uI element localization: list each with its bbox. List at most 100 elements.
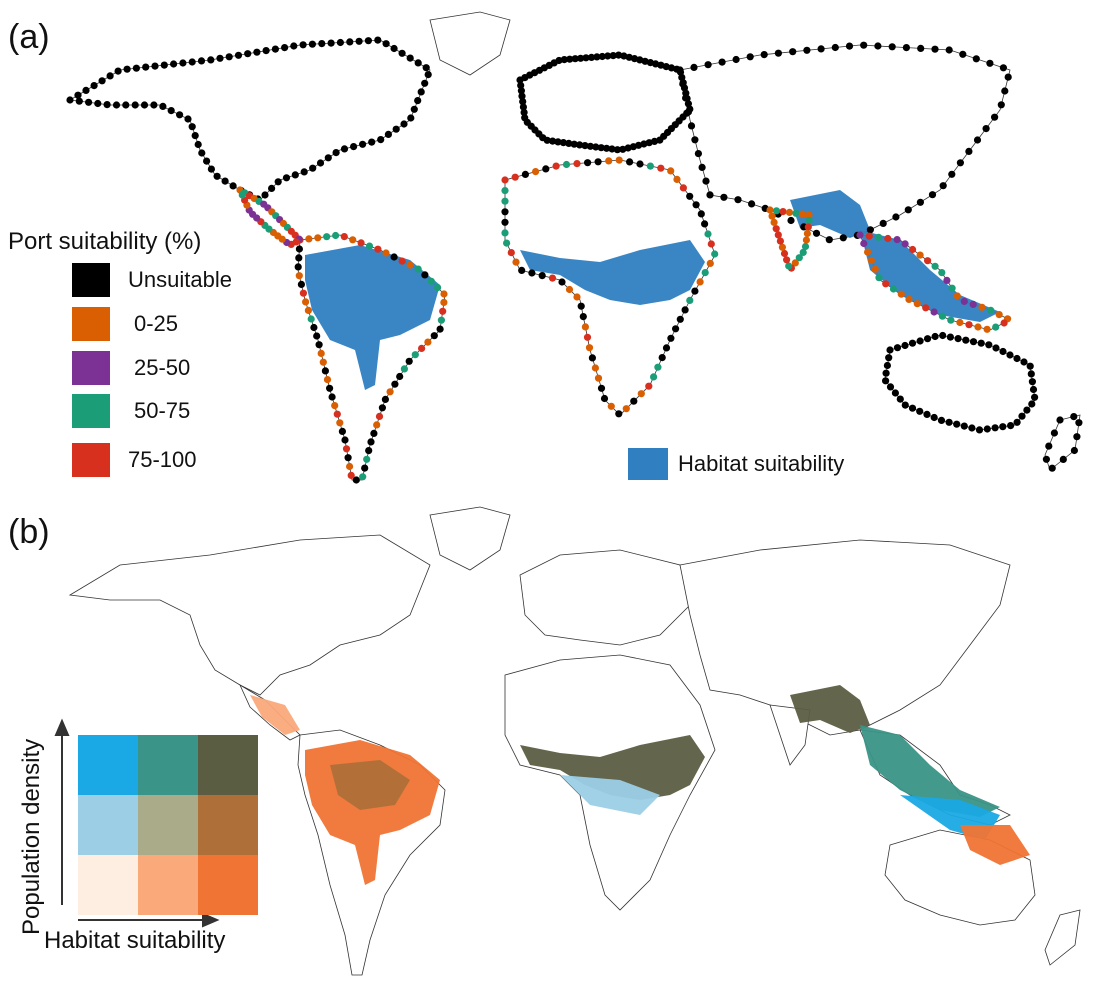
port-marker [608,145,616,153]
port-marker [159,102,167,110]
port-marker [871,265,879,273]
port-marker [370,429,378,437]
port-marker [594,374,603,382]
port-marker [392,125,400,133]
port-marker [340,145,349,153]
port-marker [414,265,422,273]
port-marker [274,178,282,186]
port-marker [901,341,909,350]
port-marker [501,187,509,195]
port-marker [883,361,892,370]
port-marker [901,240,909,248]
port-marker [440,290,448,298]
port-marker [770,218,778,226]
port-marker [893,236,901,244]
port-marker [66,96,74,104]
port-marker [986,59,994,67]
port-marker [613,146,622,154]
port-marker [658,354,666,362]
port-marker [327,39,335,47]
port-marker [571,55,579,63]
port-marker [400,365,408,373]
port-marker [593,53,601,61]
port-marker [746,53,754,61]
port-marker [398,49,406,57]
port-marker [698,163,706,171]
port-marker [904,206,912,214]
port-marker [690,63,698,71]
port-marker [943,276,951,284]
port-marker [552,162,560,170]
port-marker [978,303,986,311]
port-marker [1050,429,1058,437]
port-marker [662,344,671,352]
bivar-cell-mid-pop-low-hab [78,795,138,855]
port-marker [359,473,367,481]
port-marker [150,101,158,109]
port-marker [517,87,526,95]
port-marker [931,45,939,53]
port-marker [304,306,312,314]
port-marker [581,323,590,331]
port-marker [930,308,938,316]
port-marker [430,332,438,340]
port-marker [734,196,742,204]
port-marker [886,346,894,354]
port-marker [307,315,315,323]
port-marker [1045,442,1053,450]
bivariate-region [330,760,410,810]
port-marker [607,402,615,410]
port-marker [780,249,789,258]
port-marker [999,423,1007,431]
port-marker [600,394,609,403]
port-marker [1075,419,1083,427]
port-marker [538,272,546,280]
port-marker [1070,446,1078,455]
port-marker [94,99,102,108]
port-marker [1056,416,1064,424]
port-marker [309,164,317,172]
port-marker [132,64,140,72]
port-marker [825,236,833,244]
port-marker [687,122,696,130]
port-marker [885,354,893,362]
port-marker [314,234,322,242]
habitat-region [305,245,440,390]
port-marker [310,323,318,332]
port-marker [341,436,349,444]
port-marker [418,344,426,352]
port-marker [75,97,83,105]
port-marker [587,53,596,62]
port-marker [720,193,728,201]
port-marker [865,232,873,240]
port-marker [207,56,215,64]
port-marker [696,278,704,286]
port-marker [355,37,363,45]
port-marker [367,438,375,446]
port-marker [577,54,585,62]
port-marker [924,335,932,343]
port-marker [909,245,917,254]
port-marker [801,242,810,251]
x-arrow-head [202,912,220,928]
port-marker [517,81,525,89]
port-marker [436,325,444,333]
bivar-cell-high-pop-low-hab [78,735,138,795]
port-marker [519,103,528,111]
port-marker [363,455,371,463]
port-marker [706,259,714,267]
legend-swatch [72,394,110,428]
habitat-legend: Habitat suitability [628,448,844,480]
population-density-axis-label: Population density [18,738,45,935]
port-marker [295,272,303,280]
port-marker [323,233,331,241]
port-marker [802,236,811,244]
port-marker [577,302,585,310]
port-marker [82,86,90,94]
port-marker [365,447,373,455]
port-marker [518,92,526,100]
port-marker [956,159,965,167]
port-marker [974,323,982,331]
port-marker [896,395,904,403]
port-marker [336,419,344,427]
